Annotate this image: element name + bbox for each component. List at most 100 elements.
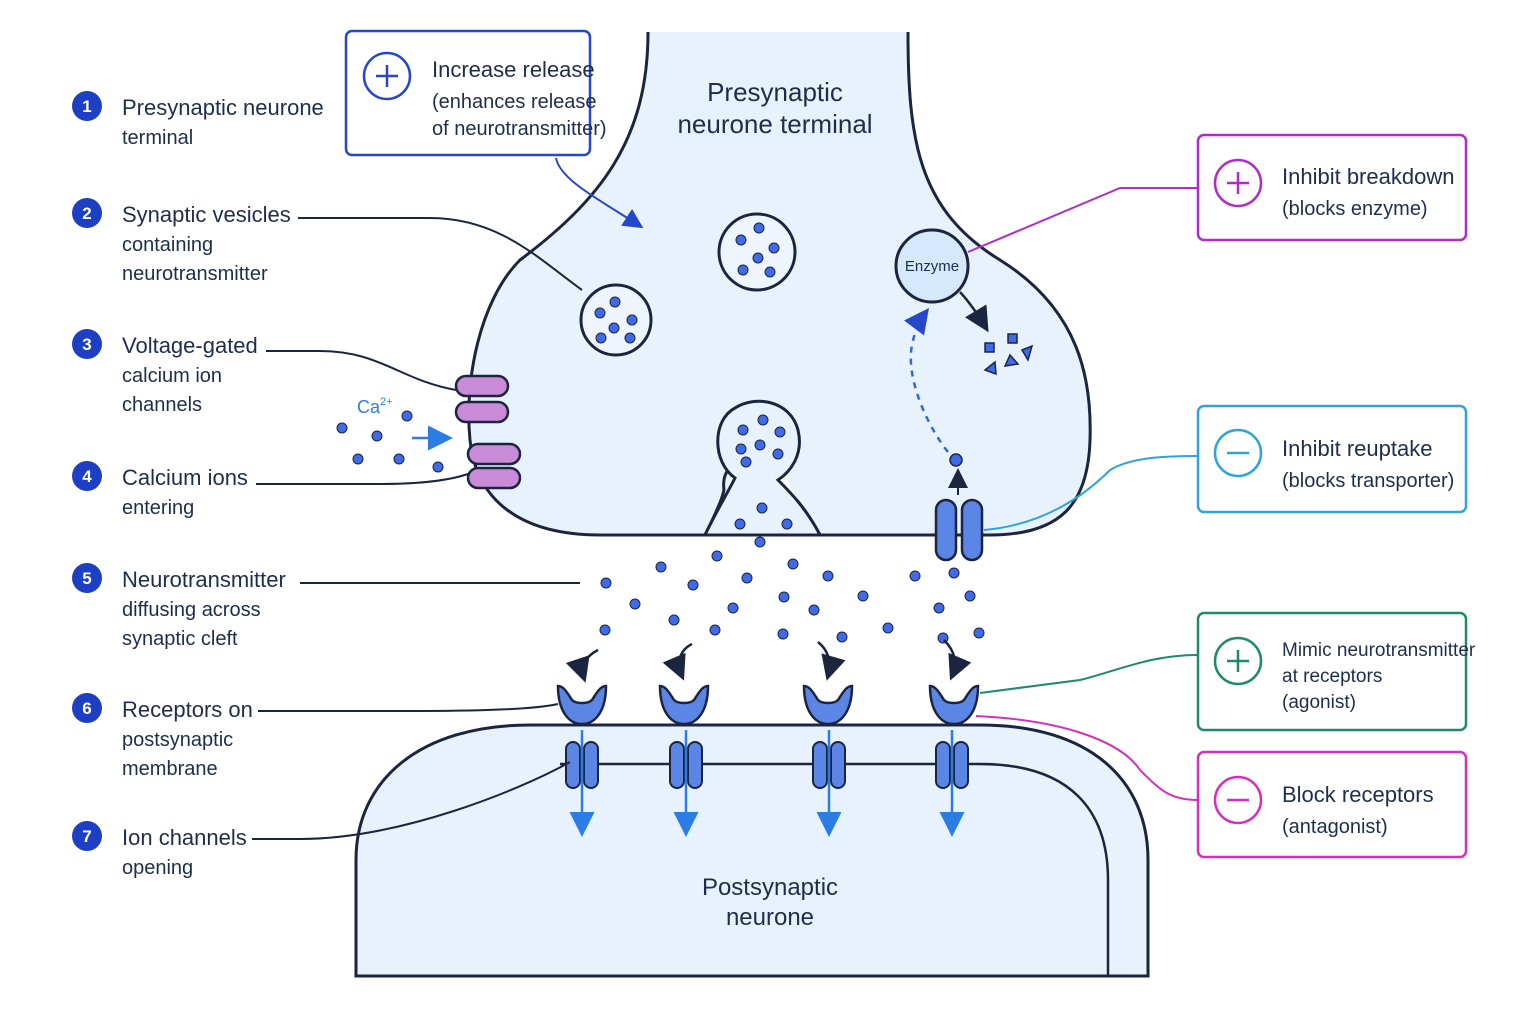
presynaptic-title-line-1: Presynaptic <box>707 77 843 107</box>
numbered-label-line: Voltage-gated <box>122 333 258 358</box>
numbered-label-line: containing <box>122 234 213 256</box>
binding-arrows <box>565 639 972 683</box>
postsynaptic-neurone <box>354 723 1150 978</box>
drug-action-title: Increase release <box>432 57 595 82</box>
postsynaptic-title-line-2: neurone <box>726 904 814 931</box>
numbered-label-line: entering <box>122 497 194 519</box>
number-badge <box>72 693 102 723</box>
postsynaptic-title-line-1: Postsynaptic <box>702 874 838 901</box>
numbered-label-line: diffusing across <box>122 599 261 621</box>
drug-action-title: Block receptors <box>1282 782 1434 807</box>
reuptake-molecule <box>949 453 963 467</box>
number-badge-text: 4 <box>82 467 92 486</box>
numbered-label-line: neurotransmitter <box>122 263 268 285</box>
numbered-label-line: opening <box>122 857 193 879</box>
numbered-label-line: Calcium ions <box>122 465 248 490</box>
calcium-label: Ca2+ <box>357 396 393 417</box>
number-badge <box>72 198 102 228</box>
receptor <box>928 684 980 726</box>
drug-action-box: Inhibit reuptake (blocks transporter) <box>1196 404 1468 514</box>
numbered-label-line: terminal <box>122 127 193 149</box>
numbered-label: 5 Neurotransmitter diffusing across synapti… <box>72 563 286 650</box>
drug-action-box: Increase release (enhances release of neur… <box>344 29 607 157</box>
synaptic-vesicle <box>717 212 797 292</box>
drug-action-description: (agonist) <box>1282 692 1356 713</box>
drug-action-title: Inhibit breakdown <box>1282 164 1454 189</box>
receptors-group <box>556 684 980 726</box>
numbered-label-line: postsynaptic <box>122 729 233 751</box>
reuptake-transporter <box>934 498 984 562</box>
number-badge-text: 3 <box>82 335 91 354</box>
receptor <box>556 684 608 726</box>
drug-action-title: Inhibit reuptake <box>1282 436 1432 461</box>
reuptake-path-arrow <box>904 307 949 453</box>
increase-release-connector <box>555 157 644 229</box>
number-badge <box>72 563 102 593</box>
numbered-label: 7 Ion channels opening <box>72 821 247 879</box>
block-receptors-connector <box>975 715 1199 801</box>
numbered-label-line: Presynaptic neurone <box>122 95 324 120</box>
drug-action-box: Mimic neurotransmitter at receptors (agoni… <box>1196 611 1476 732</box>
calcium-channel <box>454 374 510 424</box>
numbered-label: 3 Voltage-gated calcium ion channels <box>72 329 258 416</box>
drug-action-description: (enhances release <box>432 91 597 113</box>
ion-channels-group <box>565 730 969 837</box>
number-badge <box>72 461 102 491</box>
numbered-label-line: synaptic cleft <box>122 628 238 650</box>
mimic-connector <box>979 654 1199 694</box>
drug-action-description: at receptors <box>1282 666 1382 687</box>
numbered-label: 6 Receptors on postsynaptic membrane <box>72 693 253 780</box>
inhibit-breakdown-connector <box>967 187 1198 253</box>
numbered-label-line: channels <box>122 394 202 416</box>
leader-lines <box>252 217 583 840</box>
drug-action-boxes: Increase release (enhances release of neur… <box>344 29 1476 859</box>
synaptic-vesicle <box>579 283 653 357</box>
numbered-label: 1 Presynaptic neurone terminal <box>72 91 324 149</box>
numbered-label-line: Synaptic vesicles <box>122 202 291 227</box>
numbered-label-line: calcium ion <box>122 365 222 387</box>
fusing-vesicle <box>702 399 823 537</box>
presynaptic-title-line-2: neurone terminal <box>677 109 872 139</box>
number-badge-text: 5 <box>82 569 91 588</box>
numbered-label-line: Receptors on <box>122 697 253 722</box>
number-badge-text: 1 <box>82 97 91 116</box>
number-badge <box>72 91 102 121</box>
ion-channel <box>935 741 969 789</box>
numbered-label-line: Ion channels <box>122 825 247 850</box>
numbered-labels: 1 Presynaptic neurone terminal 2 Synaptic ve… <box>72 91 324 879</box>
enzyme-label: Enzyme <box>905 258 959 275</box>
numbered-label-line: Neurotransmitter <box>122 567 286 592</box>
drug-action-description: of neurotransmitter) <box>432 118 607 140</box>
number-badge <box>72 821 102 851</box>
numbered-label-line: membrane <box>122 758 218 780</box>
breakdown-fragments <box>983 333 1034 376</box>
numbered-label: 2 Synaptic vesicles containing neurotransmi… <box>72 198 291 285</box>
number-badge <box>72 329 102 359</box>
ion-channel <box>565 741 599 789</box>
number-badge-text: 7 <box>82 827 91 846</box>
presynaptic-outline <box>467 31 739 537</box>
drug-action-box: Block receptors (antagonist) <box>1196 750 1468 859</box>
number-badge-text: 2 <box>82 204 91 223</box>
postsynaptic-inner-line <box>979 762 1110 976</box>
ion-channel <box>669 741 703 789</box>
ion-channel <box>812 741 846 789</box>
fusing-vesicle-contents <box>734 414 793 548</box>
calcium-channel <box>466 442 522 490</box>
number-badge-text: 6 <box>82 699 91 718</box>
drug-action-description: (blocks transporter) <box>1282 470 1454 492</box>
receptor <box>802 684 854 726</box>
presynaptic-outline-right <box>791 31 1092 537</box>
drug-action-title: Mimic neurotransmitter <box>1282 640 1476 661</box>
inhibit-reuptake-connector <box>983 455 1199 531</box>
calcium-ions <box>336 410 444 473</box>
receptor <box>658 684 710 726</box>
cleft-neurotransmitter <box>599 550 985 644</box>
drug-action-box: Inhibit breakdown (blocks enzyme) <box>1196 133 1468 242</box>
enzyme: Enzyme <box>894 228 970 304</box>
numbered-label: 4 Calcium ions entering <box>72 461 248 519</box>
drug-action-description: (antagonist) <box>1282 816 1388 838</box>
enzyme-breakdown-arrow <box>959 291 989 333</box>
drug-action-description: (blocks enzyme) <box>1282 198 1428 220</box>
